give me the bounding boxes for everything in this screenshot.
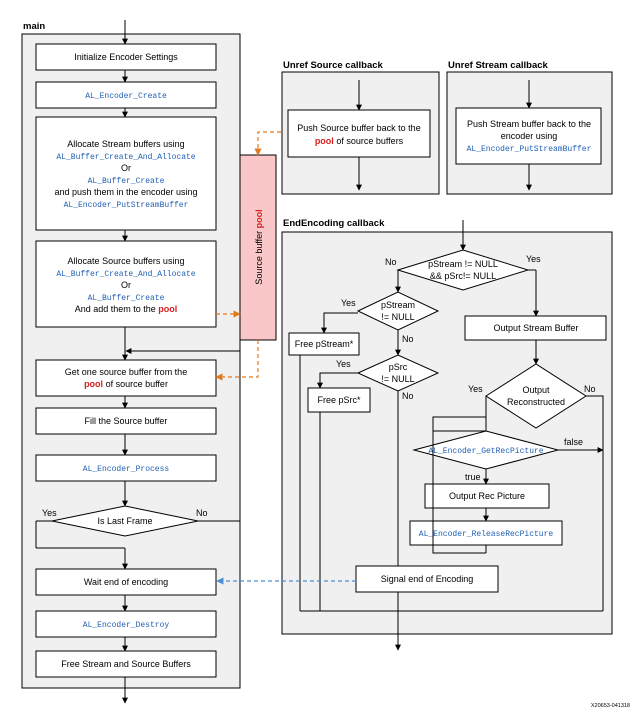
source-pool-label: Source buffer pool xyxy=(254,209,264,284)
figure-id: X20653-041318 xyxy=(591,703,630,709)
push-stream-line1: Push Stream buffer back to the xyxy=(467,119,591,129)
free-buffers-label: Free Stream and Source Buffers xyxy=(61,659,191,669)
psrc-yes: Yes xyxy=(336,359,351,369)
source-alloc-fn1: AL_Buffer_Create_And_Allocate xyxy=(56,270,195,279)
release-rec-box xyxy=(409,520,563,546)
psrc-cond-l2: != NULL xyxy=(381,374,414,384)
output-rec-cond-l1: Output xyxy=(522,385,550,395)
fill-source-label: Fill the Source buffer xyxy=(85,416,168,426)
push-source-line2: pool of source buffers xyxy=(315,136,404,146)
pstream-no: No xyxy=(402,334,414,344)
last-frame-label: Is Last Frame xyxy=(97,516,152,526)
free-psrc-box xyxy=(307,387,371,413)
get-source-line1: Get one source buffer from the xyxy=(65,367,187,377)
source-alloc-line1: Allocate Source buffers using xyxy=(68,256,185,266)
source-pool-box xyxy=(239,154,277,341)
stream-alloc-or: Or xyxy=(121,163,131,173)
fill-source-box xyxy=(35,407,217,435)
free-pstream-box xyxy=(288,332,360,356)
free-psrc-label: Free pSrc* xyxy=(317,395,361,405)
main-panel-title: main xyxy=(23,21,45,32)
stream-alloc-box xyxy=(35,116,217,231)
source-alloc-fn2: AL_Buffer_Create xyxy=(88,294,165,303)
last-frame-yes: Yes xyxy=(42,508,57,518)
stream-alloc-fn3: AL_Encoder_PutStreamBuffer xyxy=(64,201,189,210)
end-encoding-title: EndEncoding callback xyxy=(283,218,385,229)
push-stream-box xyxy=(455,107,602,165)
encoder-destroy-box xyxy=(35,610,217,638)
push-source-box xyxy=(287,109,431,158)
source-alloc-box xyxy=(35,240,217,328)
last-frame-no: No xyxy=(196,508,208,518)
signal-end-label: Signal end of Encoding xyxy=(381,574,474,584)
output-rec-no: No xyxy=(584,384,596,394)
push-stream-fn: AL_Encoder_PutStreamBuffer xyxy=(467,145,592,154)
stream-alloc-line1: Allocate Stream buffers using xyxy=(67,139,184,149)
get-source-line2: pool of source buffer xyxy=(84,379,168,389)
stream-src-cond-l2: && pSrc!= NULL xyxy=(430,271,496,281)
encoder-create-label: AL_Encoder_Create xyxy=(85,92,167,101)
output-rec-box xyxy=(424,483,550,509)
release-rec-label: AL_Encoder_ReleaseRecPicture xyxy=(419,530,554,539)
encoder-process-box xyxy=(35,454,217,482)
output-stream-label: Output Stream Buffer xyxy=(494,323,579,333)
pstream-decision xyxy=(356,291,440,331)
get-rec-false: false xyxy=(564,437,583,447)
init-settings-label: Initialize Encoder Settings xyxy=(74,52,178,62)
push-stream-line2: encoder using xyxy=(501,131,558,141)
get-source-box xyxy=(35,359,217,397)
free-pstream-label: Free pStream* xyxy=(295,339,354,349)
output-rec-label: Output Rec Picture xyxy=(449,491,525,501)
push-source-line1: Push Source buffer back to the xyxy=(297,123,420,133)
output-rec-cond-l2: Reconstructed xyxy=(507,397,565,407)
unref-stream-title: Unref Stream callback xyxy=(448,60,549,71)
stream-alloc-line2: and push them in the encoder using xyxy=(54,187,197,197)
psrc-cond-l1: pSrc xyxy=(389,362,408,372)
wait-end-box xyxy=(35,568,217,596)
pstream-cond-l2: != NULL xyxy=(381,312,414,322)
stream-alloc-fn2: AL_Buffer_Create xyxy=(88,177,165,186)
encoder-destroy-label: AL_Encoder_Destroy xyxy=(83,621,170,630)
signal-end-box xyxy=(355,565,499,593)
stream-alloc-fn1: AL_Buffer_Create_And_Allocate xyxy=(56,153,195,162)
stream-src-cond-l1: pStream != NULL xyxy=(428,259,498,269)
stream-src-yes: Yes xyxy=(526,254,541,264)
psrc-no: No xyxy=(402,391,414,401)
pstream-yes: Yes xyxy=(341,298,356,308)
psrc-decision xyxy=(356,354,440,392)
output-rec-yes: Yes xyxy=(468,384,483,394)
get-rec-true: true xyxy=(465,472,481,482)
init-settings-box xyxy=(35,43,217,71)
encoder-create-box xyxy=(35,81,217,109)
output-stream-box xyxy=(464,315,607,341)
free-buffers-box xyxy=(35,650,217,678)
source-alloc-line2: And add them to the pool xyxy=(75,304,178,314)
wait-end-label: Wait end of encoding xyxy=(84,577,168,587)
get-rec-label: AL_Encoder_GetRecPicture xyxy=(428,447,543,456)
pstream-cond-l1: pStream xyxy=(381,300,415,310)
source-alloc-or: Or xyxy=(121,280,131,290)
unref-source-title: Unref Source callback xyxy=(283,60,384,71)
stream-src-no: No xyxy=(385,257,397,267)
encoder-process-label: AL_Encoder_Process xyxy=(83,465,170,474)
